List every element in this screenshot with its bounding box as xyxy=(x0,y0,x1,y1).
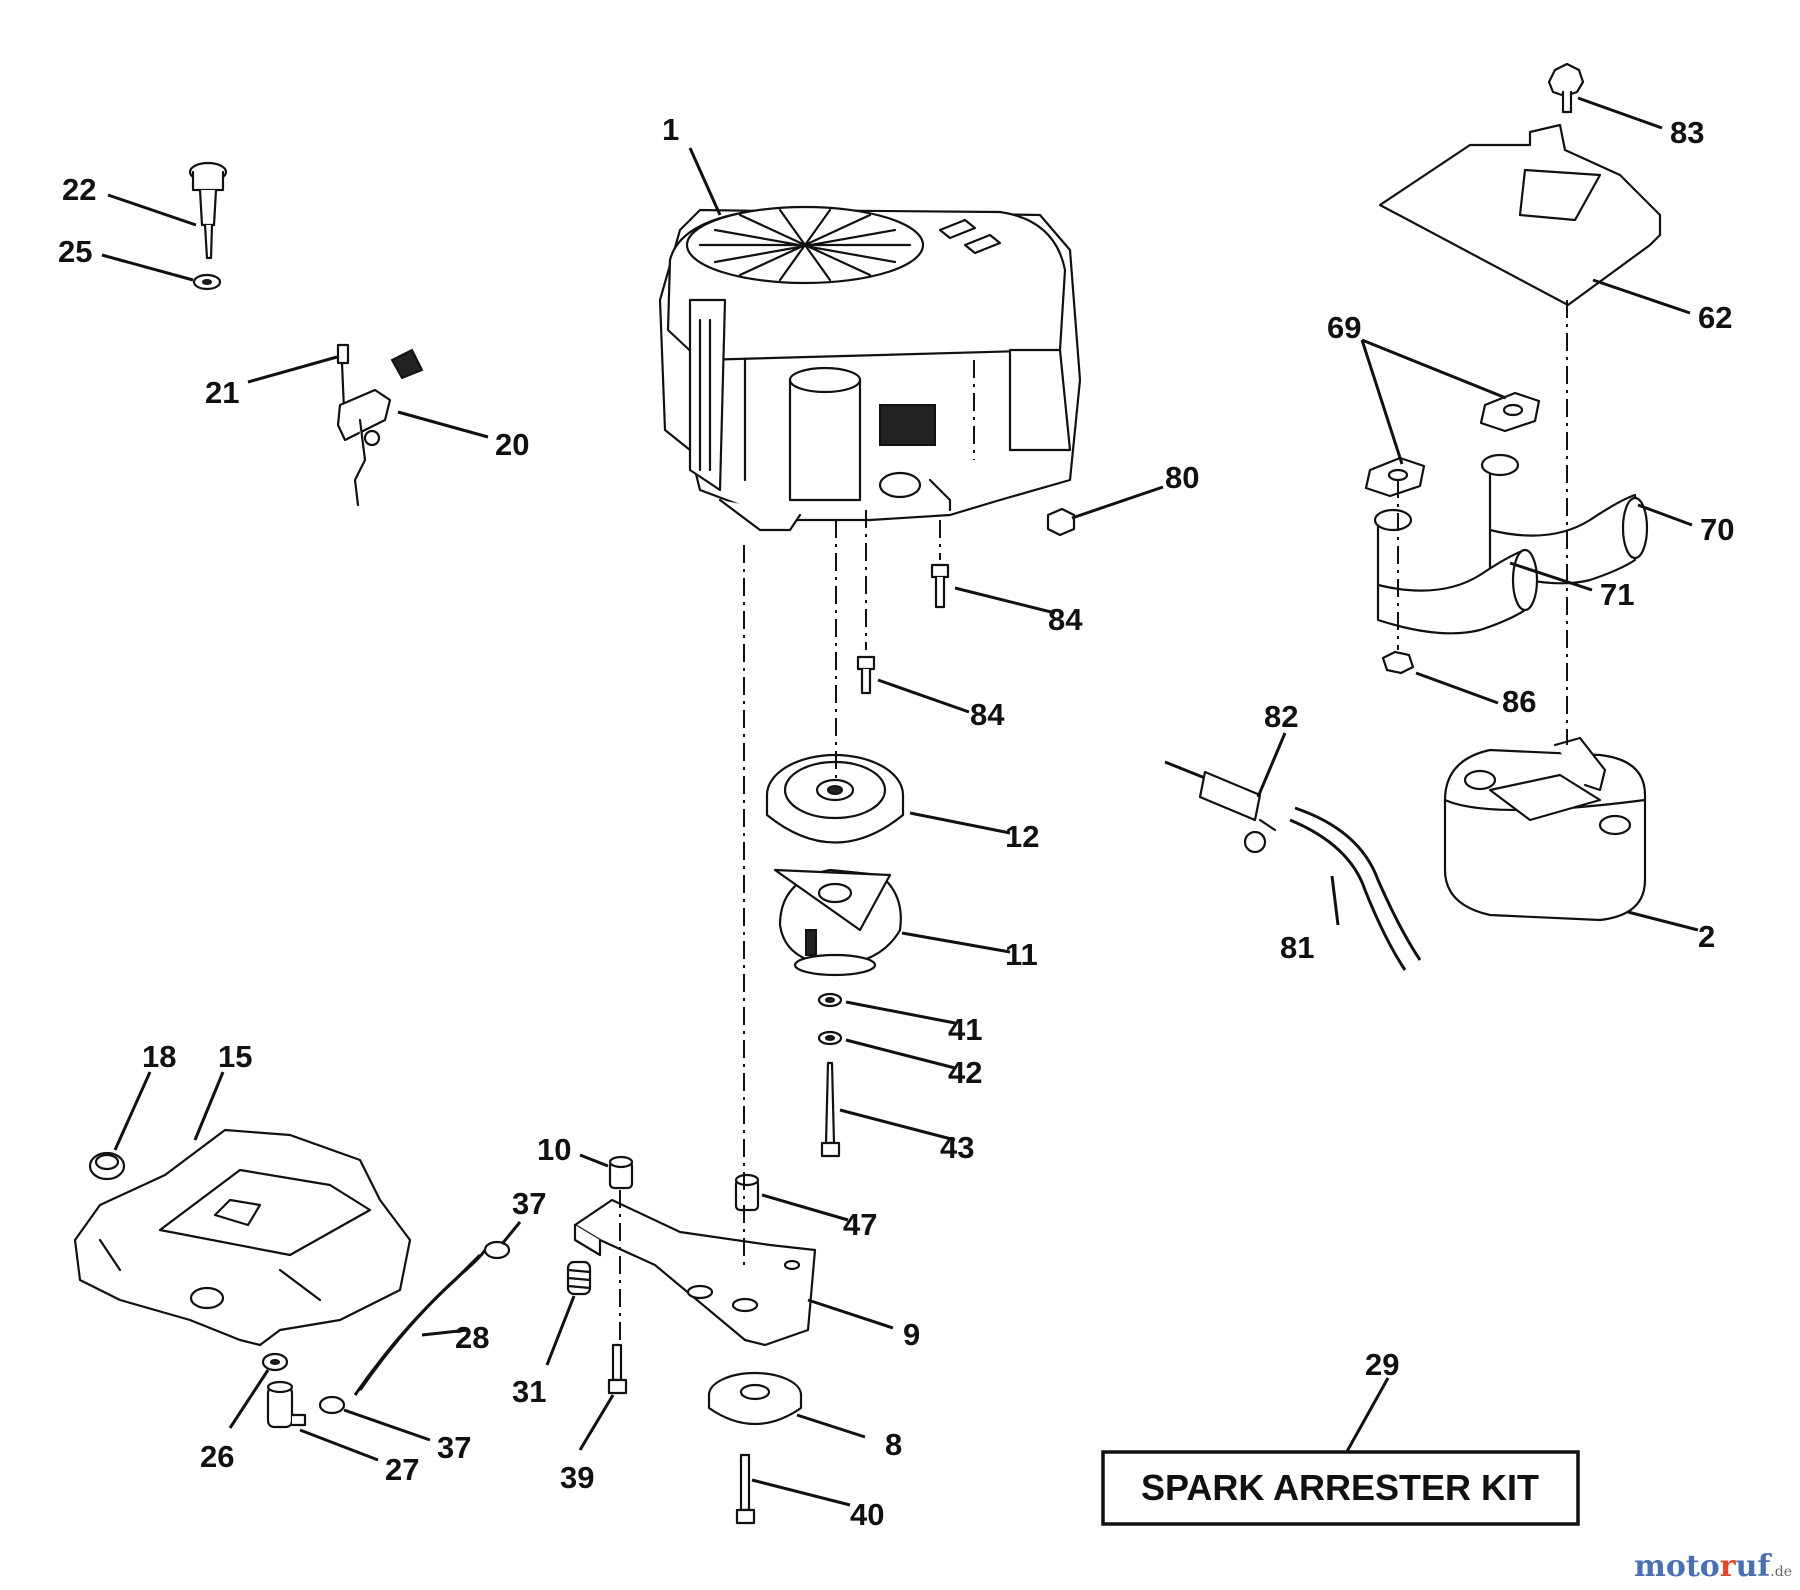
callout-26: 26 xyxy=(200,1439,234,1474)
washer-icon xyxy=(817,1030,843,1046)
nut-icon xyxy=(1046,507,1076,537)
callout-29: 29 xyxy=(1365,1347,1399,1382)
callout-83: 83 xyxy=(1670,115,1704,150)
ignition-switch-icon xyxy=(1164,760,1277,854)
heat-shield-icon xyxy=(1378,123,1662,307)
bolt-icon xyxy=(607,1343,628,1395)
callout-86: 86 xyxy=(1502,684,1536,719)
callout-9: 9 xyxy=(903,1317,920,1352)
callout-41: 41 xyxy=(948,1012,982,1047)
callout-1: 1 xyxy=(662,112,679,147)
fuel-tank-icon xyxy=(73,1128,412,1347)
hose-icon xyxy=(1289,806,1422,971)
leader-lines xyxy=(101,96,1699,1507)
spring-icon xyxy=(566,1260,592,1296)
callout-37: 37 xyxy=(512,1186,546,1221)
callout-11: 11 xyxy=(1005,937,1038,972)
hose-icon xyxy=(318,1240,511,1415)
callout-25: 25 xyxy=(58,234,92,269)
callout-84: 84 xyxy=(970,697,1005,732)
callout-84: 84 xyxy=(1048,602,1083,637)
engine-icon xyxy=(658,205,1082,532)
callout-40: 40 xyxy=(850,1497,884,1532)
fuel-filter-icon xyxy=(266,1380,307,1429)
muffler-icon xyxy=(1443,736,1647,922)
callout-15: 15 xyxy=(218,1039,252,1074)
gasket-icon xyxy=(1364,456,1426,498)
pulley-icon xyxy=(707,1371,803,1425)
oil-dipstick-icon xyxy=(188,161,228,260)
callout-8: 8 xyxy=(885,1427,902,1462)
callout-62: 62 xyxy=(1698,300,1732,335)
callout-27: 27 xyxy=(385,1452,419,1487)
grommet-icon xyxy=(261,1352,289,1372)
spacer-icon xyxy=(734,1173,760,1212)
washer-icon xyxy=(192,273,222,291)
kit-label: SPARK ARRESTER KIT xyxy=(1141,1467,1539,1508)
callout-71: 71 xyxy=(1600,577,1634,612)
callout-20: 20 xyxy=(495,427,529,462)
bolt-icon xyxy=(735,1453,756,1525)
washer-icon xyxy=(817,992,843,1008)
callout-10: 10 xyxy=(537,1132,571,1167)
callout-42: 42 xyxy=(948,1055,982,1090)
exhaust-pipe-icon xyxy=(1373,508,1539,635)
callout-39: 39 xyxy=(560,1460,594,1495)
bolt-icon xyxy=(930,563,950,609)
callout-2: 2 xyxy=(1698,919,1715,954)
throttle-control-icon xyxy=(336,343,424,507)
callout-12: 12 xyxy=(1005,819,1039,854)
gasket-icon xyxy=(1479,391,1541,433)
callout-81: 81 xyxy=(1280,930,1314,965)
callout-43: 43 xyxy=(940,1130,974,1165)
bolt-icon xyxy=(856,655,876,695)
knob-icon xyxy=(1547,62,1585,114)
pulley-icon xyxy=(765,753,905,844)
kit-label-box xyxy=(1101,1450,1580,1526)
bolt-icon xyxy=(820,1061,841,1158)
clutch-icon xyxy=(773,868,902,977)
spacer-icon xyxy=(608,1155,634,1190)
nut-icon xyxy=(1381,650,1415,675)
callout-82: 82 xyxy=(1264,699,1298,734)
callout-21: 21 xyxy=(205,375,239,410)
callout-69: 69 xyxy=(1327,310,1361,345)
watermark-logo: motoruf.de xyxy=(1634,1549,1792,1584)
fuel-cap-icon xyxy=(88,1151,126,1181)
callout-31: 31 xyxy=(512,1374,546,1409)
callout-47: 47 xyxy=(843,1207,877,1242)
plate-icon xyxy=(573,1198,817,1347)
callout-18: 18 xyxy=(142,1039,176,1074)
callout-22: 22 xyxy=(62,172,96,207)
callout-28: 28 xyxy=(455,1320,489,1355)
callout-80: 80 xyxy=(1165,460,1199,495)
callout-70: 70 xyxy=(1700,512,1734,547)
callout-37: 37 xyxy=(437,1430,471,1465)
